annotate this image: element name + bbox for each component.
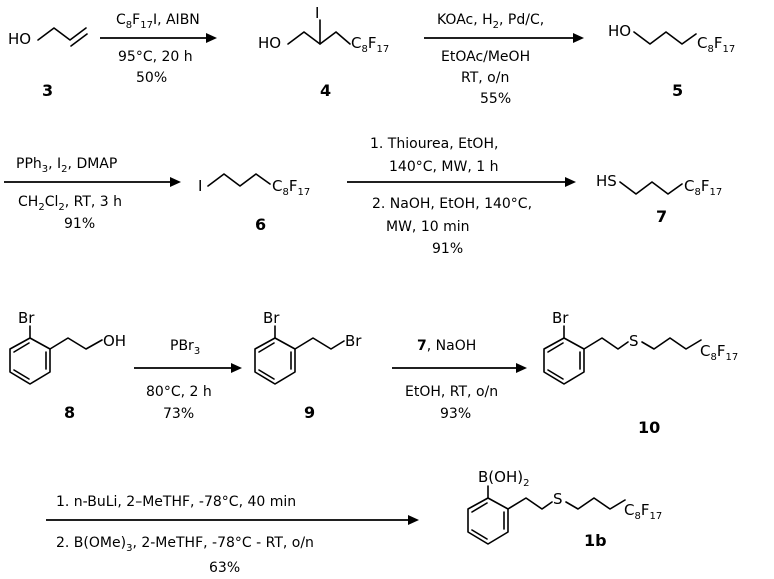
bond-side-chain xyxy=(49,337,103,350)
benzene-ring xyxy=(9,337,51,385)
bond-chain xyxy=(37,27,87,41)
atom-br: Br xyxy=(552,309,569,327)
step4-yield: 91% xyxy=(432,241,463,257)
step6-reagents: 7, NaOH xyxy=(417,338,476,354)
atom-br-terminal: Br xyxy=(345,332,362,350)
step6-yield: 93% xyxy=(440,406,471,422)
atom-ho: HO xyxy=(8,30,31,48)
step3-conditions: CH2Cl2, RT, 3 h xyxy=(18,194,122,213)
step5-reagent: PBr3 xyxy=(170,338,200,357)
boronic-acid-group: B(OH)2 xyxy=(478,468,529,489)
bond-chain-1 xyxy=(583,337,629,350)
bond-chain xyxy=(207,173,271,187)
compound-5-label: 5 xyxy=(672,81,683,100)
atom-iodine: I xyxy=(315,4,319,22)
benzene-ring xyxy=(467,497,509,545)
step7-reagent-1: 1. n-BuLi, 2–MeTHF, -78°C, 40 min xyxy=(56,494,296,510)
atom-br: Br xyxy=(263,309,280,327)
atom-iodine: I xyxy=(198,177,202,195)
step5-conditions: 80°C, 2 h xyxy=(146,384,212,400)
bond-chain xyxy=(287,31,351,45)
step3-reagents: PPh3, I2, DMAP xyxy=(16,156,117,175)
step1-conditions: 95°C, 20 h xyxy=(118,49,193,65)
reaction-arrowhead-7 xyxy=(408,515,419,525)
c8f17-group: C8F17 xyxy=(684,177,722,198)
benzene-inner-bonds xyxy=(258,342,292,380)
compound-8-structure: Br OH xyxy=(9,309,126,385)
step4-reagent-2: 2. NaOH, EtOH, 140°C, xyxy=(372,196,532,212)
reaction-arrowhead-4 xyxy=(565,177,576,187)
bond-side-chain xyxy=(294,337,345,350)
compound-10-label: 10 xyxy=(638,418,660,437)
step2-conditions: RT, o/n xyxy=(461,70,509,86)
atom-sulfur: S xyxy=(629,332,639,350)
reaction-arrowhead-2 xyxy=(573,33,584,43)
atom-ho: HO xyxy=(258,34,281,52)
benzene-ring xyxy=(254,337,296,385)
benzene-inner-bonds xyxy=(13,342,47,380)
bond-chain xyxy=(619,181,683,195)
compound-7-label: 7 xyxy=(656,207,667,226)
compound-4-structure: HO I C8F17 xyxy=(258,4,389,55)
bond-double xyxy=(70,33,88,47)
compound-3-label: 3 xyxy=(42,81,53,100)
benzene-inner-bonds xyxy=(471,502,505,540)
step5-yield: 73% xyxy=(163,406,194,422)
bond-chain-1 xyxy=(507,497,553,510)
compound-8-label: 8 xyxy=(64,403,75,422)
benzene-inner-bonds xyxy=(547,342,581,380)
atom-ho: HO xyxy=(608,22,631,40)
compound-5-structure: HO C8F17 xyxy=(608,22,735,55)
step7-yield: 63% xyxy=(209,560,240,576)
c8f17-group: C8F17 xyxy=(351,34,389,55)
compound-6-label: 6 xyxy=(255,215,266,234)
step6-conditions: EtOH, RT, o/n xyxy=(405,384,498,400)
atom-br: Br xyxy=(18,309,35,327)
step3-yield: 91% xyxy=(64,216,95,232)
compound-4-label: 4 xyxy=(320,81,331,100)
step1-yield: 50% xyxy=(136,70,167,86)
step2-solvent: EtOAc/MeOH xyxy=(441,49,530,65)
step2-yield: 55% xyxy=(480,91,511,107)
compound-9-label: 9 xyxy=(304,403,315,422)
atom-sulfur: S xyxy=(553,490,563,508)
compound-6-structure: I C8F17 xyxy=(198,173,310,198)
atom-oh: OH xyxy=(103,332,126,350)
bond-chain-2 xyxy=(565,497,626,510)
c8f17-group: C8F17 xyxy=(700,342,738,363)
compound-1b-label: 1b xyxy=(584,531,607,550)
step4-conditions-2: MW, 10 min xyxy=(386,219,470,235)
reaction-arrowhead-1 xyxy=(206,33,217,43)
c8f17-group: C8F17 xyxy=(272,177,310,198)
compound-3-structure: HO xyxy=(8,27,88,48)
compound-7-structure: HS C8F17 xyxy=(596,172,722,198)
c8f17-group: C8F17 xyxy=(697,34,735,55)
reaction-arrowhead-3 xyxy=(170,177,181,187)
bond-chain-2 xyxy=(641,337,702,350)
atom-hs: HS xyxy=(596,172,617,190)
step2-reagents: KOAc, H2, Pd/C, xyxy=(437,12,544,31)
c8f17-group: C8F17 xyxy=(624,501,662,522)
compound-10-structure: Br S C8F17 xyxy=(543,309,738,385)
compound-1b-structure: B(OH)2 S C8F17 xyxy=(467,468,662,545)
step4-conditions-1: 140°C, MW, 1 h xyxy=(389,159,498,175)
compound-9-structure: Br Br xyxy=(254,309,362,385)
step7-reagent-2: 2. B(OMe)3, 2-MeTHF, -78°C - RT, o/n xyxy=(56,535,314,554)
benzene-ring xyxy=(543,337,585,385)
bond-chain xyxy=(633,31,697,45)
step4-reagent-1: 1. Thiourea, EtOH, xyxy=(370,136,498,152)
reaction-arrowhead-6 xyxy=(516,363,527,373)
step1-reagents: C8F17I, AIBN xyxy=(116,12,200,31)
reaction-arrowhead-5 xyxy=(231,363,242,373)
